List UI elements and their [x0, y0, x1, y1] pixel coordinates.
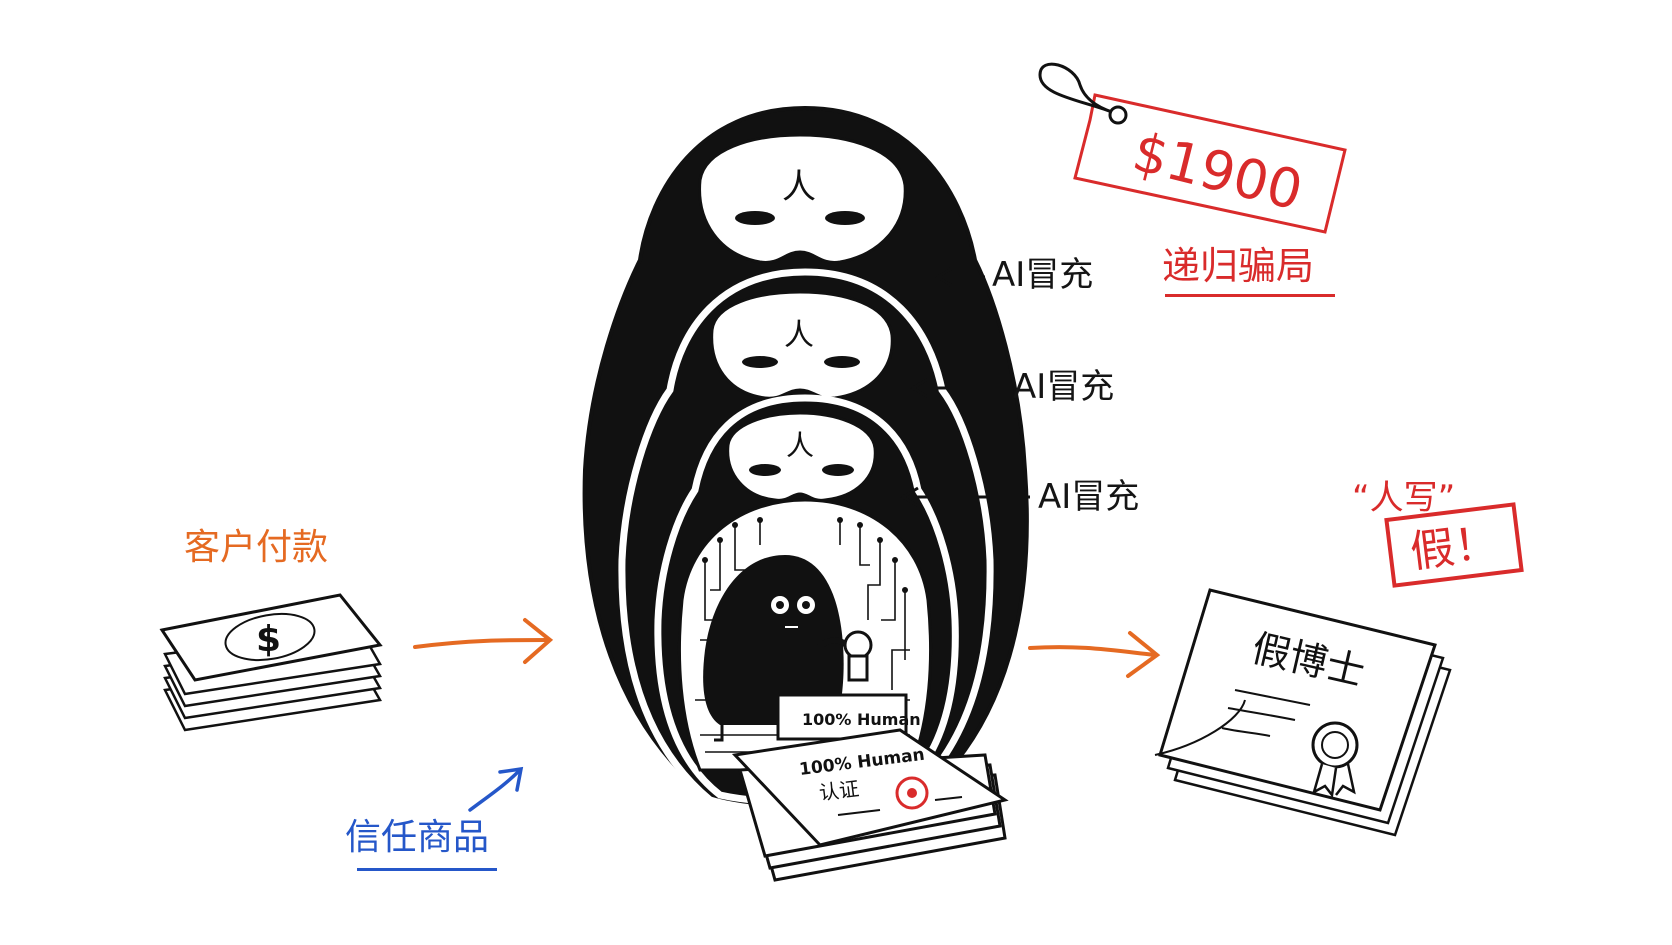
inner-doll-face: [726, 411, 877, 502]
doll-label-middle: AI冒充: [1013, 367, 1115, 407]
outer-doll-eye-left: [735, 211, 775, 225]
money-stack-icon: $: [159, 593, 383, 732]
matryoshka-doll-icon: 人 人 人: [582, 105, 1029, 882]
stamp-icon: 100% Human: [776, 630, 921, 741]
tag-string: [1038, 62, 1113, 114]
middle-doll-face-char: 人: [784, 318, 814, 353]
trust-arrow: [468, 766, 524, 812]
middle-doll-eye-left: [742, 356, 778, 368]
payment-arrow: [413, 638, 550, 649]
outer-doll-face: [698, 133, 907, 264]
doll-label-inner: AI冒充: [1038, 477, 1140, 517]
outer-doll-eye-right: [825, 211, 865, 225]
middle-doll-face: [710, 290, 894, 400]
rosette-seal-icon: [1311, 721, 1359, 799]
doll-label-outer: AI冒充: [992, 255, 1094, 295]
price-tag-icon: [1038, 62, 1347, 234]
inner-doll-eye-right: [822, 464, 854, 476]
doll-arrows: [900, 266, 1030, 508]
certificate-stack-icon: 100% Human 认证: [731, 728, 1009, 882]
circuit-nodes: [702, 517, 908, 593]
stamp-block-text: 100% Human: [802, 710, 921, 729]
output-arrow: [1028, 645, 1157, 657]
robot-creature-icon: [703, 555, 851, 742]
trusted-goods-label: 信任商品: [345, 817, 490, 858]
human-written-label: “人写”: [1352, 478, 1456, 518]
flow-arrows: [413, 618, 1161, 678]
customer-payment-label: 客户付款: [184, 527, 329, 568]
trusted-goods-underline: [357, 868, 497, 871]
inner-doll-face-char: 人: [786, 429, 814, 462]
outer-doll-face-char: 人: [782, 167, 816, 207]
inner-doll-eye-left: [749, 464, 781, 476]
cert-line-2: 认证: [818, 776, 861, 805]
money-symbol: $: [256, 619, 281, 660]
diploma-icon: 假博士: [1154, 588, 1452, 837]
middle-doll-eye-right: [824, 356, 860, 368]
scam-label: 递归骗局: [1162, 244, 1315, 288]
scam-label-underline: [1165, 294, 1335, 297]
